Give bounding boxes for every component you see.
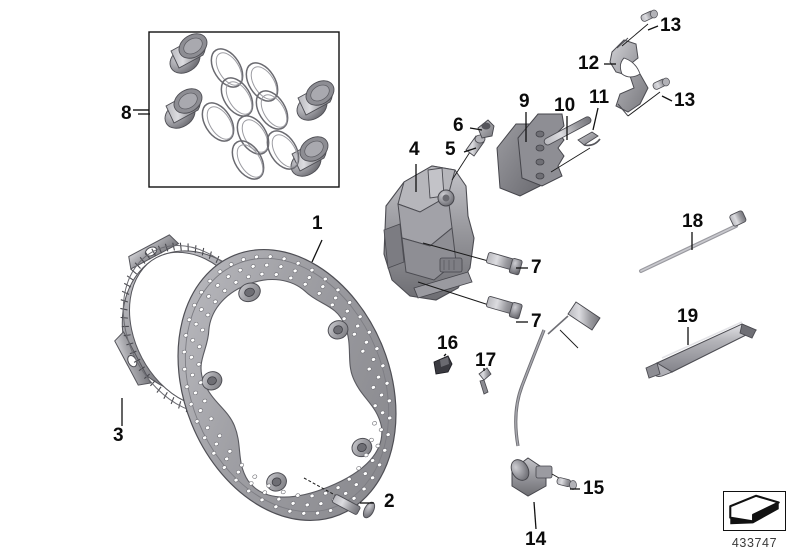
callout-sensor-screw: 15 <box>583 478 605 499</box>
disc-mounting-bolt <box>303 477 376 519</box>
arrow-forward-icon <box>729 494 780 525</box>
direction-logo-box <box>723 491 786 531</box>
callout-abs-sensor: 14 <box>525 529 547 550</box>
callout-cable-tie: 18 <box>682 211 704 232</box>
callout-clip-screw: 17 <box>475 350 497 371</box>
callout-pad-spring: 12 <box>578 53 600 74</box>
callout-leader-lines <box>121 25 693 530</box>
caliper-piston <box>164 88 203 129</box>
caliper-mounting-bolt <box>417 281 523 320</box>
spring-screw-lower <box>627 77 670 117</box>
brake-caliper-group <box>383 165 475 301</box>
bleed-screw-cap <box>477 119 495 139</box>
abs-sensor-screw <box>551 473 577 490</box>
callout-caliper-bolt-lower: 7 <box>531 311 542 332</box>
callout-brake-pads: 9 <box>519 91 530 112</box>
callout-caliper: 4 <box>409 139 420 160</box>
cable-tie <box>639 210 747 273</box>
pad-retaining-spring <box>609 37 649 117</box>
callout-bleed-cap: 6 <box>453 115 464 136</box>
part-number-label: 433747 <box>731 536 778 550</box>
spring-screw-upper <box>621 9 658 47</box>
abs-sensor-group <box>510 301 601 497</box>
pad-pin-clip <box>577 131 601 147</box>
callout-caliper-bolt-upper: 7 <box>531 257 542 278</box>
callout-grease-tube: 19 <box>677 306 699 327</box>
callout-retaining-pin: 10 <box>554 95 576 116</box>
brake-line-clip-screw <box>478 367 492 395</box>
brake-line-clip <box>433 355 453 375</box>
disc-drilled-holes <box>181 254 393 516</box>
callout-abs-ring: 3 <box>113 425 124 446</box>
caliper-piston <box>169 33 208 74</box>
piston-seal-ring <box>201 48 300 180</box>
callout-disc-bolt: 2 <box>384 491 395 512</box>
callout-piston-seal-kit: 8 <box>121 103 132 124</box>
brake-pad-set <box>496 113 565 197</box>
brake-disc-group <box>177 248 397 522</box>
caliper-piston <box>296 80 335 121</box>
callout-line-clip: 16 <box>437 333 459 354</box>
caliper-mounting-bolt <box>422 242 523 276</box>
callout-brake-disc: 1 <box>312 213 323 234</box>
abs-sensor-body <box>510 457 553 497</box>
piston-seal-kit-group <box>133 31 340 188</box>
sensor-connector <box>547 301 601 349</box>
callout-screw-upper: 13 <box>660 15 682 36</box>
lubricating-paste-tube <box>645 321 758 379</box>
disc-bolt-boss <box>201 282 373 492</box>
callout-bleed-screw: 5 <box>445 139 456 160</box>
callout-screw-lower: 13 <box>674 90 696 111</box>
callout-pin-clip: 11 <box>589 87 610 108</box>
